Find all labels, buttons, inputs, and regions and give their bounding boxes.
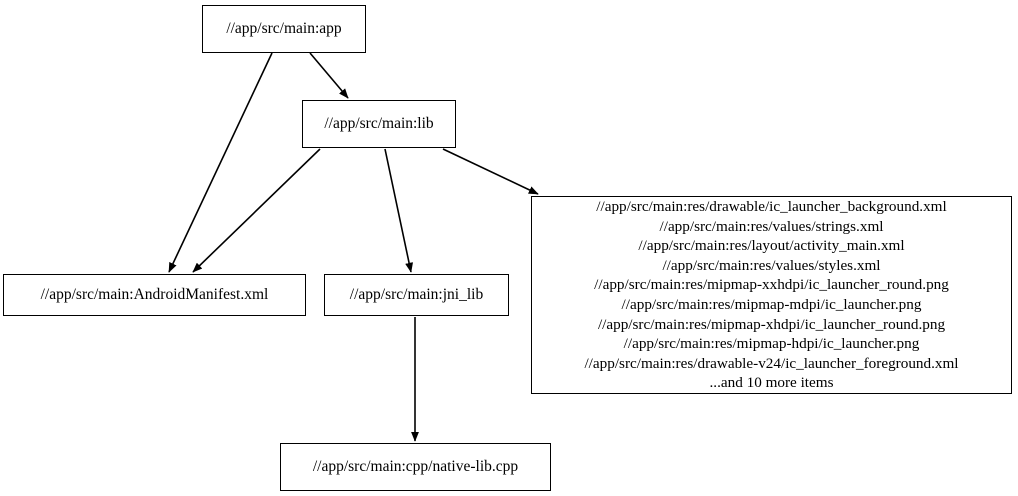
graph-node-resource-line: //app/src/main:res/layout/activity_main.…: [638, 237, 905, 255]
graph-node-resources-label: //app/src/main:res/drawable/ic_launcher_…: [538, 197, 1005, 393]
edge-lib-to-jni-lib: [384, 148, 414, 273]
graph-node-jni-lib[interactable]: //app/src/main:jni_lib: [324, 274, 509, 316]
graph-node-resources[interactable]: //app/src/main:res/drawable/ic_launcher_…: [531, 196, 1012, 394]
graph-node-resource-line: //app/src/main:res/mipmap-xhdpi/ic_launc…: [597, 315, 946, 333]
graph-node-app-label: //app/src/main:app: [226, 20, 342, 38]
graph-node-app[interactable]: //app/src/main:app: [202, 5, 366, 53]
graph-node-android-manifest[interactable]: //app/src/main:AndroidManifest.xml: [3, 274, 306, 316]
graph-node-native-lib-cpp[interactable]: //app/src/main:cpp/native-lib.cpp: [280, 443, 551, 491]
graph-node-resource-line: //app/src/main:res/drawable-v24/ic_launc…: [584, 354, 959, 372]
graph-node-resource-line: //app/src/main:res/mipmap-xxhdpi/ic_laun…: [594, 276, 949, 294]
graph-node-resource-line: //app/src/main:res/values/styles.xml: [662, 256, 881, 274]
edge-app-to-lib: [309, 52, 349, 99]
graph-node-resource-line: //app/src/main:res/mipmap-mdpi/ic_launch…: [621, 296, 922, 313]
graph-node-lib[interactable]: //app/src/main:lib: [302, 100, 456, 148]
graph-node-resource-line: //app/src/main:res/drawable/ic_launcher_…: [596, 198, 947, 216]
edge-app-to-manifest: [168, 52, 273, 273]
edge-lib-to-resources: [442, 148, 539, 195]
graph-node-android-manifest-label: //app/src/main:AndroidManifest.xml: [40, 286, 269, 304]
graph-node-resource-line: ...and 10 more items: [709, 374, 834, 392]
graph-node-resource-line: //app/src/main:res/mipmap-hdpi/ic_launch…: [623, 335, 920, 353]
graph-node-jni-lib-label: //app/src/main:jni_lib: [349, 286, 484, 304]
graph-node-native-lib-cpp-label: //app/src/main:cpp/native-lib.cpp: [312, 458, 519, 476]
edge-lib-to-manifest: [192, 148, 321, 273]
graph-node-resource-line: //app/src/main:res/values/strings.xml: [659, 217, 884, 235]
graph-node-lib-label: //app/src/main:lib: [324, 115, 434, 133]
